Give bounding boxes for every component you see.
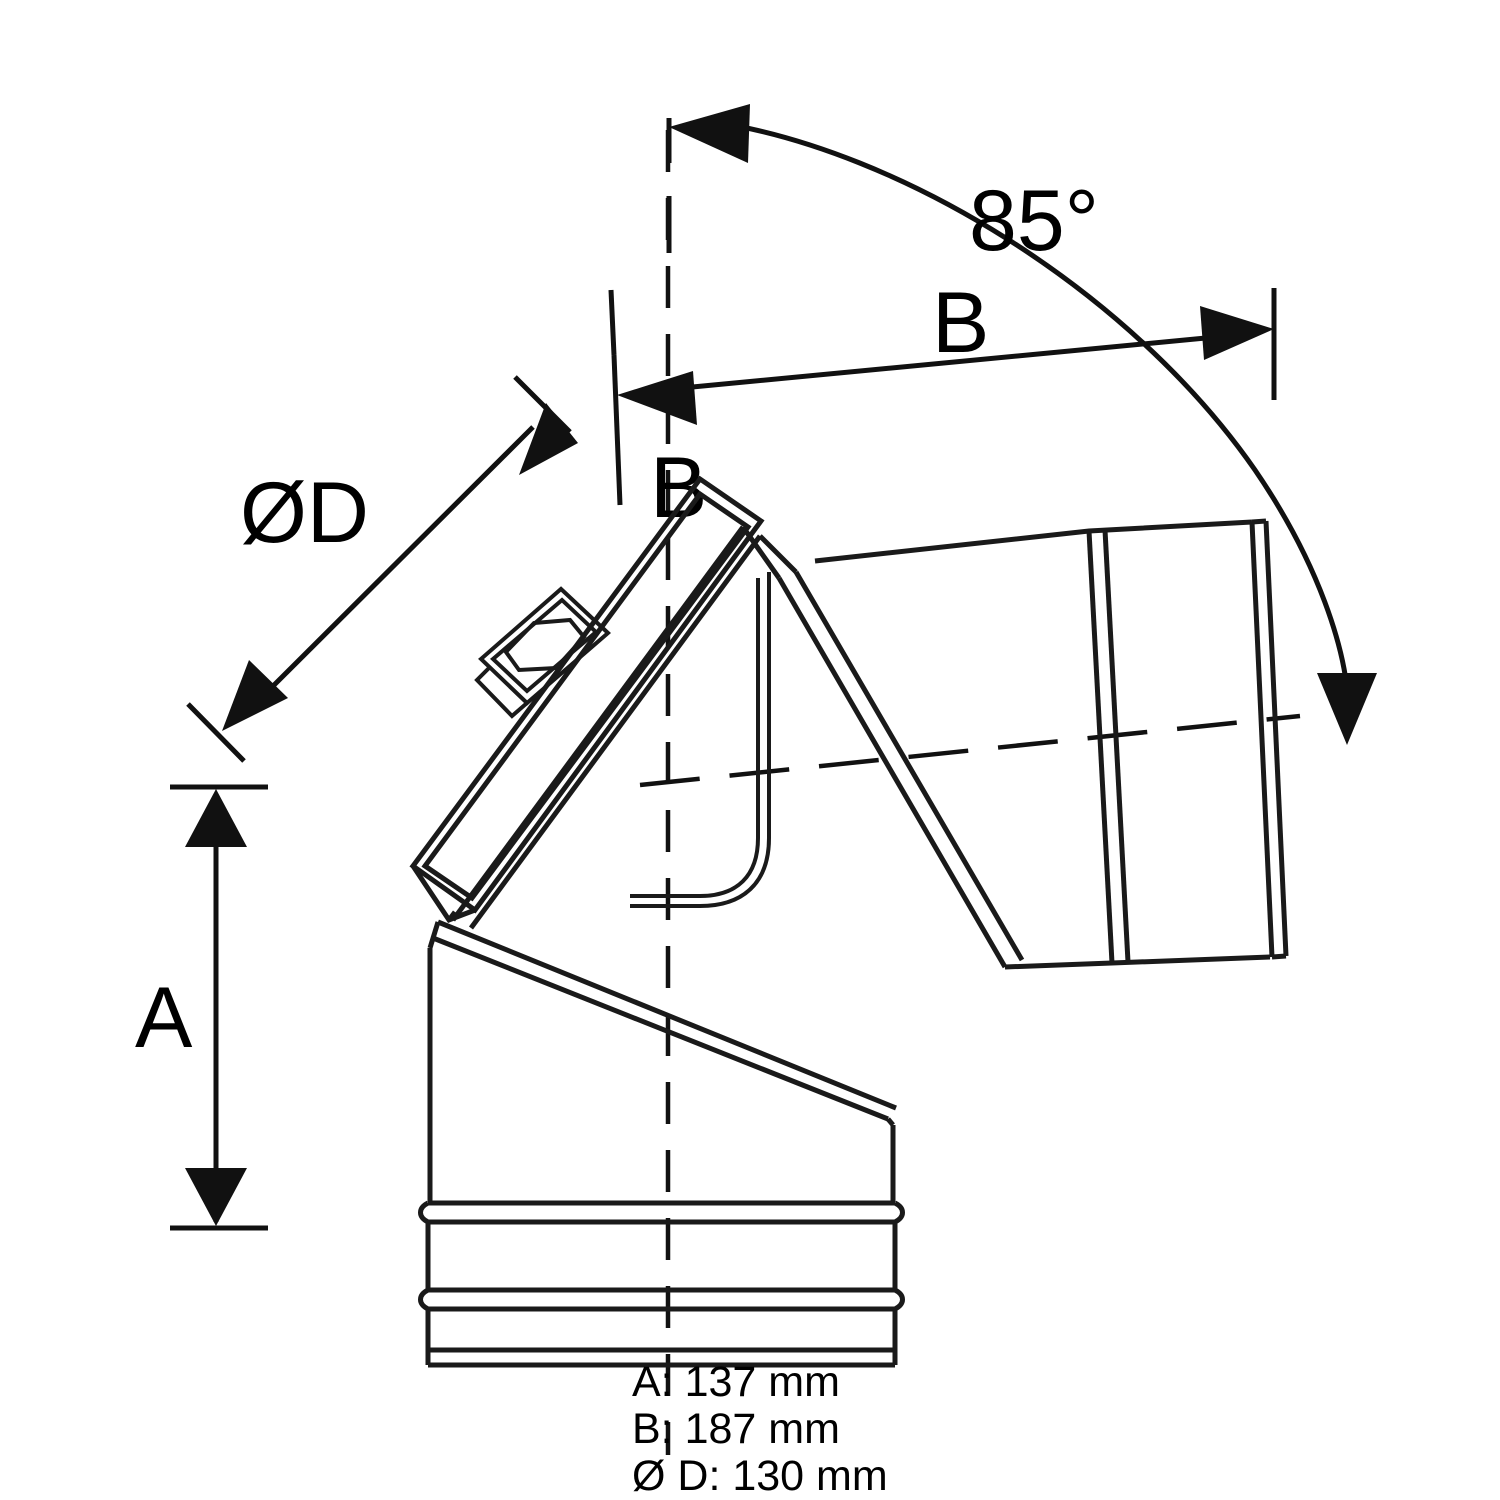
od-extension-lower <box>186 702 246 763</box>
elbow-apex-top-inner <box>758 534 798 574</box>
od-label: ØD <box>240 465 369 561</box>
legend-block: A: 137 mm B: 187 mm Ø D: 130 mm <box>632 1358 888 1500</box>
lower-arm-top-left-edge <box>427 921 441 949</box>
outlet-arm-end-edge-2 <box>1263 520 1289 957</box>
a-arrowhead-top <box>185 789 247 847</box>
spigot-band-1-cap-r <box>893 1200 905 1225</box>
outlet-arm-end-cap-bottom <box>1271 953 1287 960</box>
spigot-band-1 <box>428 1200 895 1225</box>
spigot-band-3 <box>428 1287 895 1312</box>
latch-stem <box>474 665 529 719</box>
elbow-body <box>409 475 1289 1368</box>
outlet-arm-end-edge-1 <box>1249 521 1275 958</box>
outlet-arm-end-cap-top <box>1251 518 1267 525</box>
legend-line-b: B: 187 mm <box>632 1405 840 1453</box>
b-dimension-line <box>639 330 1259 395</box>
lower-seam-line-b <box>437 919 897 1111</box>
spigot-band-1-cap <box>418 1200 430 1225</box>
inspection-door <box>409 475 765 924</box>
elbow-left-slope-inner <box>468 534 763 930</box>
angle-arc-group: 85° <box>666 104 1377 745</box>
od-dimension-group: ØD <box>186 375 578 763</box>
outlet-arm-seam-1 <box>1086 530 1115 964</box>
a-arrowhead-bottom <box>185 1168 247 1226</box>
outlet-arm-seam-2 <box>1102 529 1131 963</box>
upper-outlet-arm <box>814 518 1289 970</box>
b-arrowhead-right <box>1200 306 1274 360</box>
spigot-band-4 <box>428 1306 895 1353</box>
outlet-arm-bottom-edge <box>1004 954 1271 970</box>
angle-label: 85° <box>969 173 1099 269</box>
latch-base-plate-inner <box>490 597 599 694</box>
upper-seam-line-b <box>793 570 1025 962</box>
angle-arc <box>713 119 1351 701</box>
door-panel-bottom-edge <box>410 864 476 924</box>
od-arrowhead-lower <box>222 660 288 731</box>
od-arrowhead-upper <box>519 403 578 475</box>
legend-line-d: Ø D: 130 mm <box>632 1452 888 1500</box>
spigot-end-edge <box>428 1347 895 1368</box>
b-dimension-group: B <box>608 275 1277 506</box>
upper-mitre-seam <box>776 570 1025 969</box>
latch-base-plate <box>478 586 611 706</box>
a-label: A <box>135 970 193 1066</box>
lower-arm-outline <box>427 948 896 1202</box>
b-extension-left <box>611 354 623 506</box>
spigot-band-3-cap <box>418 1287 430 1312</box>
lower-mitre-seam <box>432 919 897 1122</box>
bottom-spigot-bands <box>418 1200 905 1368</box>
hex-latch-knob <box>503 617 587 673</box>
legend-line-a: A: 137 mm <box>632 1358 840 1406</box>
outlet-arm-top-edge <box>814 519 1253 564</box>
lower-arm-right-edge-upper <box>886 1117 895 1127</box>
spigot-band-3-cap-r <box>893 1287 905 1312</box>
flap-curve-outer <box>630 572 771 908</box>
b-extension-left-upper <box>608 289 617 356</box>
a-dimension-group: A <box>135 784 268 1231</box>
b-upper-label: B <box>932 275 989 371</box>
inspection-flap-curve <box>630 572 771 908</box>
horizontal-centerline <box>639 713 1301 788</box>
upper-seam-line-a <box>776 576 1008 969</box>
b-arrowhead-left <box>617 371 697 425</box>
od-dimension-line <box>251 425 535 708</box>
door-frame-outer <box>409 475 765 914</box>
spigot-band-2 <box>428 1219 895 1293</box>
flap-curve-inner <box>630 578 760 898</box>
door-latch-assembly <box>474 586 611 719</box>
centerlines <box>639 130 1301 1455</box>
angle-arc-arrowhead-start <box>669 104 750 163</box>
door-frame-inner <box>421 490 752 902</box>
lower-seam-line-a <box>432 935 889 1122</box>
angle-arc-arrowhead-end <box>1317 673 1377 745</box>
